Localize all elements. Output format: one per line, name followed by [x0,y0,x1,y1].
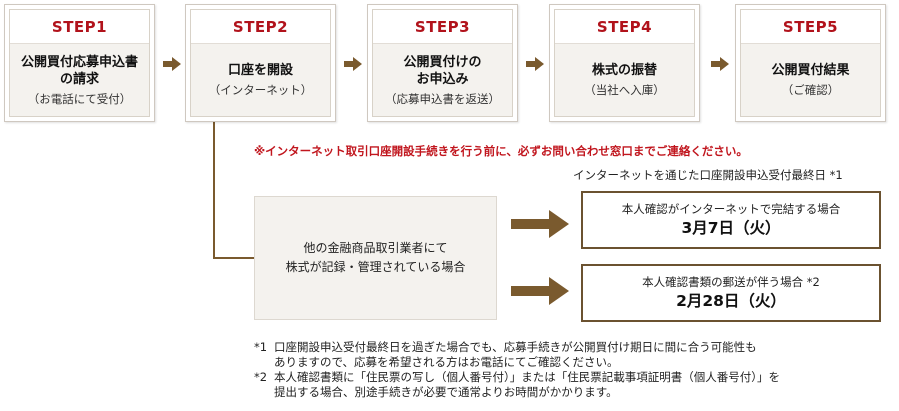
footnote-2-text: 本人確認書類に「住民票の写し（個人番号付）」または「住民票記載事項証明書（個人番… [274,370,780,399]
result-mail-condition: 本人確認書類の郵送が伴う場合 *2 [642,275,820,289]
step4-label: STEP4 [555,10,694,44]
step5-label: STEP5 [741,10,880,44]
step5-card: STEP5 公開買付結果 （ご確認） [735,4,886,122]
step4-card: STEP4 株式の振替 （当社へ入庫） [549,4,700,122]
step2-label: STEP2 [191,10,330,44]
step1-label: STEP1 [10,10,149,44]
step-arrow-icon [344,57,362,71]
step2-title: 口座を開設 [227,63,293,78]
footnote-2: *2 本人確認書類に「住民票の写し（個人番号付）」または「住民票記載事項証明書（… [254,370,780,400]
step1-title: 公開買付応募申込書 の請求 [20,54,138,87]
result-online-date: 3月7日（火） [681,219,781,237]
result-arrow-icon [511,277,569,305]
step4-title: 株式の振替 [591,63,657,78]
step-arrow-icon [526,57,544,71]
step-arrow-icon [711,57,729,71]
step5-title: 公開買付結果 [771,63,850,78]
step3-title: 公開買付けの お申込み [403,54,482,87]
condition-line2: 株式が記録・管理されている場合 [285,260,466,274]
footnote-1: *1 口座開設申込受付最終日を過ぎた場合でも、応募手続きが公開買付け期日に間に合… [254,340,780,370]
step-arrow-icon [163,57,181,71]
warning-text: ※インターネット取引口座開設手続きを行う前に、必ずお問い合わせ窓口までご連絡くだ… [254,144,748,158]
footnote-1-text: 口座開設申込受付最終日を過ぎた場合でも、応募手続きが公開買付け期日に間に合う可能… [274,340,757,369]
condition-box: 他の金融商品取引業者にて 株式が記録・管理されている場合 [254,196,497,320]
condition-line1: 他の金融商品取引業者にて [303,241,448,255]
step3-sub: （応募申込書を返送） [385,91,500,106]
result-arrow-icon [511,210,569,238]
step3-label: STEP3 [373,10,512,44]
step1-card: STEP1 公開買付応募申込書 の請求 （お電話にて受付） [4,4,155,122]
footnote-2-mark: *2 [254,370,268,384]
step3-card: STEP3 公開買付けの お申込み （応募申込書を返送） [367,4,518,122]
result-mail-date: 2月28日（火） [676,292,786,310]
result-box-online: 本人確認がインターネットで完結する場合 3月7日（火） [581,191,881,249]
result-box-mail: 本人確認書類の郵送が伴う場合 *2 2月28日（火） [581,264,881,322]
step2-card: STEP2 口座を開設 （インターネット） [185,4,336,122]
step1-sub: （お電話にて受付） [27,91,132,106]
deadline-title: インターネットを通じた口座開設申込受付最終日 *1 [573,168,843,182]
footnotes: *1 口座開設申込受付最終日を過ぎた場合でも、応募手続きが公開買付け期日に間に合… [254,340,780,400]
result-online-condition: 本人確認がインターネットで完結する場合 [621,202,841,216]
step5-sub: （ご確認） [781,83,840,97]
step2-connector [213,122,254,259]
step2-sub: （インターネット） [208,83,313,97]
footnote-1-mark: *1 [254,340,268,354]
step4-sub: （当社へ入庫） [584,83,665,97]
